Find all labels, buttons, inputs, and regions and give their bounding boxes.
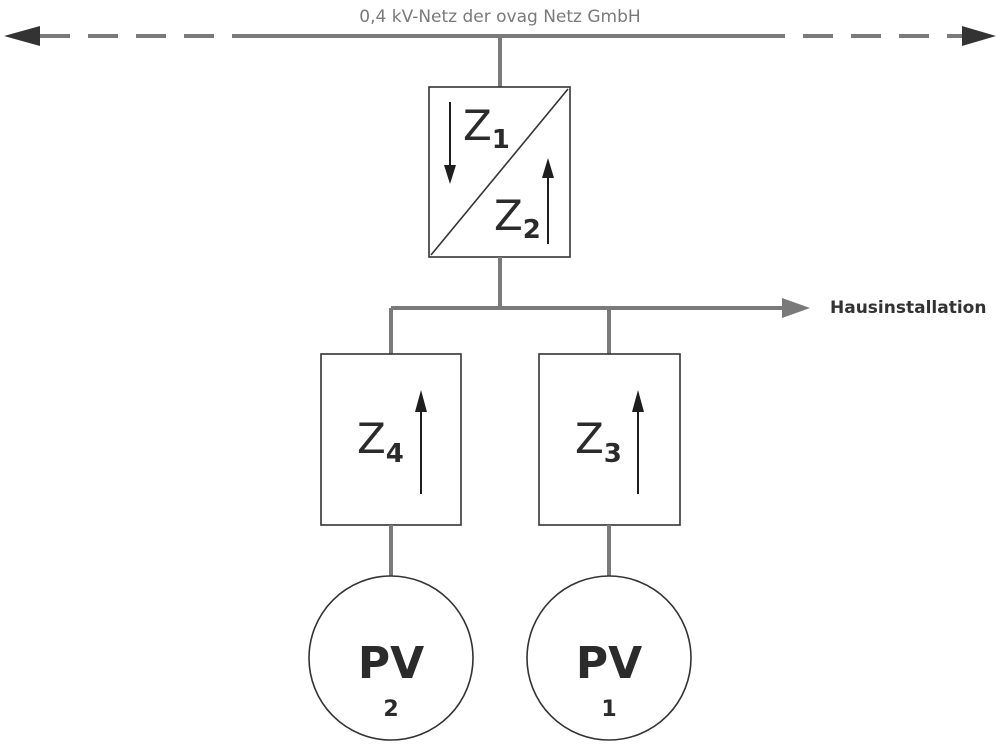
meter-box-z4	[320, 353, 462, 526]
pv-number-1: 1	[601, 697, 616, 722]
arrow-right-icon	[782, 298, 810, 318]
pv-circle-1	[526, 575, 692, 741]
meter-z4: Z4	[320, 353, 462, 526]
house-installation-label: Hausinstallation	[830, 298, 986, 318]
meter-diagonal	[430, 88, 569, 256]
pv-number-2: 2	[383, 697, 398, 722]
meter-z1-z2: Z1 Z2	[428, 86, 571, 258]
pv-generator-2: PV 2	[308, 575, 474, 741]
arrow-up-icon	[632, 390, 644, 412]
meter-label-z3: Z3	[575, 414, 622, 469]
meter-z3: Z3	[538, 353, 681, 526]
meter-label-z1: Z1	[463, 101, 510, 155]
pv-label-1: PV	[576, 638, 642, 689]
arrow-down-icon	[444, 165, 456, 184]
pv-circle-2	[308, 575, 474, 741]
arrow-up-icon	[542, 158, 554, 178]
arrow-right-icon	[962, 26, 996, 46]
arrow-left-icon	[4, 26, 40, 46]
pv-generator-1: PV 1	[526, 575, 692, 741]
meter-label-z2: Z2	[494, 191, 541, 245]
pv-label-2: PV	[358, 638, 424, 689]
meter-label-z4: Z4	[357, 414, 404, 469]
arrow-up-icon	[415, 390, 427, 412]
grid-label: 0,4 kV-Netz der ovag Netz GmbH	[359, 7, 640, 27]
